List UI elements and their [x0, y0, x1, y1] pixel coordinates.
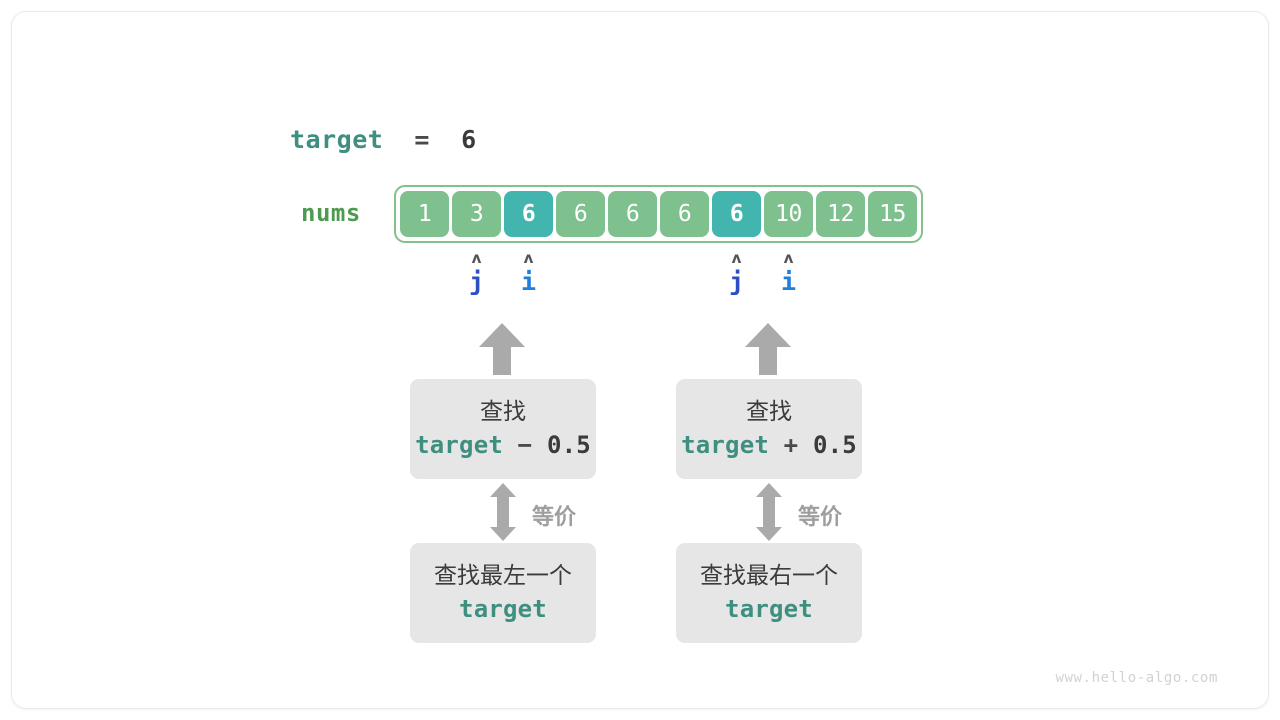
pointer-label: j: [728, 267, 745, 296]
right-top-box: 查找 target + 0.5: [676, 379, 862, 479]
target-value: 6: [461, 124, 477, 154]
array-cell-1: 3: [452, 191, 501, 237]
up-arrow-right: [745, 323, 791, 375]
array-cell-3: 6: [556, 191, 605, 237]
arrow-head-icon: [479, 323, 525, 347]
pointer-label: j: [468, 267, 485, 296]
double-arrow-right: [756, 483, 782, 541]
array-cell-2: 6: [504, 191, 553, 237]
right-bottom-box-expression: target: [725, 592, 813, 626]
array-cell-5: 6: [660, 191, 709, 237]
left-bottom-box-title: 查找最左一个: [434, 563, 572, 589]
pointer-label: i: [780, 267, 797, 296]
double-arrow-left: [490, 483, 516, 541]
caret-icon: ʌ: [471, 249, 482, 267]
array-cell-4: 6: [608, 191, 657, 237]
up-arrow-left: [479, 323, 525, 375]
right-bottom-target-token: target: [725, 595, 813, 623]
right-bottom-box-title: 查找最右一个: [700, 563, 838, 589]
array-cell-7: 10: [764, 191, 813, 237]
array-cell-6: 6: [712, 191, 761, 237]
array-cell-9: 15: [868, 191, 917, 237]
left-top-box: 查找 target − 0.5: [410, 379, 596, 479]
right-top-box-expression: target + 0.5: [681, 428, 857, 462]
left-top-target-token: target: [415, 431, 503, 459]
left-bottom-target-token: target: [459, 595, 547, 623]
arrow-shaft: [759, 345, 777, 375]
array-cell-8: 12: [816, 191, 865, 237]
pointer-label: i: [520, 267, 537, 296]
left-bottom-box: 查找最左一个 target: [410, 543, 596, 643]
caret-icon: ʌ: [523, 249, 534, 267]
left-top-box-title: 查找: [480, 399, 526, 425]
arrow-shaft: [497, 496, 509, 528]
nums-label: nums: [301, 199, 361, 227]
left-top-operator-token: −: [503, 431, 547, 459]
arrow-shaft: [493, 345, 511, 375]
target-declaration: target = 6: [290, 120, 477, 158]
left-bottom-box-expression: target: [459, 592, 547, 626]
target-keyword: target: [290, 124, 384, 154]
arrow-shaft: [763, 496, 775, 528]
arrow-down-head-icon: [490, 527, 516, 541]
arrow-down-head-icon: [756, 527, 782, 541]
target-equals-sign: =: [383, 124, 462, 154]
right-top-box-title: 查找: [746, 399, 792, 425]
left-top-box-expression: target − 0.5: [415, 428, 591, 462]
equivalence-label-right: 等价: [798, 505, 843, 530]
caret-icon: ʌ: [783, 249, 794, 267]
arrow-up-head-icon: [756, 483, 782, 497]
arrow-up-head-icon: [490, 483, 516, 497]
right-top-operator-token: +: [769, 431, 813, 459]
right-bottom-box: 查找最右一个 target: [676, 543, 862, 643]
right-top-value-token: 0.5: [812, 431, 857, 459]
left-top-value-token: 0.5: [546, 431, 591, 459]
right-top-target-token: target: [681, 431, 769, 459]
caret-icon: ʌ: [731, 249, 742, 267]
arrow-head-icon: [745, 323, 791, 347]
watermark: www.hello-algo.com: [1055, 670, 1218, 686]
equivalence-label-left: 等价: [532, 505, 577, 530]
array-cell-0: 1: [400, 191, 449, 237]
